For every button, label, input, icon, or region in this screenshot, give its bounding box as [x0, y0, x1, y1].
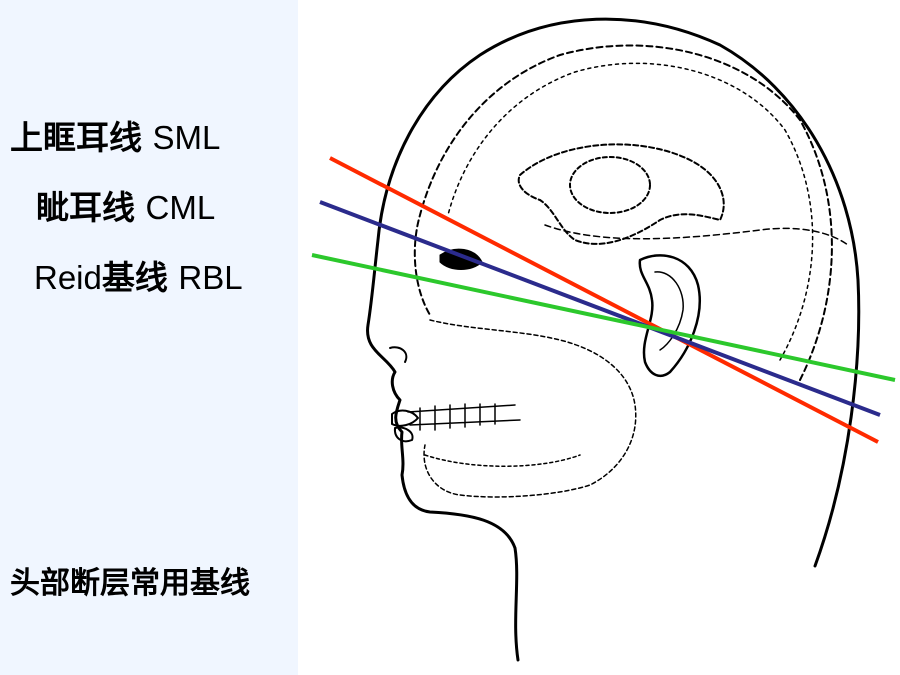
- label-cml-en: CML: [145, 189, 216, 226]
- ear-inner: [654, 271, 684, 351]
- head-outline: [366, 17, 861, 662]
- label-rbl-prefix: Reid: [34, 259, 102, 296]
- rbl-line: [311, 253, 896, 382]
- label-sml-zh: 上眶耳线: [10, 118, 142, 157]
- nose: [389, 346, 408, 363]
- label-cml-zh: 眦耳线: [36, 188, 135, 227]
- brain-line: [544, 224, 849, 246]
- ear: [638, 254, 701, 378]
- label-sml-en: SML: [152, 119, 221, 156]
- skull-outline: [413, 44, 833, 381]
- inner-skull: [447, 62, 814, 361]
- cml-line: [319, 200, 881, 417]
- face-bones: [423, 319, 637, 498]
- head-diagram: [311, 17, 896, 662]
- teeth: [407, 403, 521, 431]
- label-rbl: Reid基线 RBL: [34, 258, 243, 298]
- label-rbl-zh: 基线: [101, 258, 168, 297]
- label-cml: 眦耳线 CML: [36, 188, 215, 228]
- figure-caption: 头部断层常用基线: [10, 566, 250, 601]
- sidebar-panel: [0, 0, 298, 675]
- label-sml: 上眶耳线 SML: [10, 118, 220, 158]
- jaw: [424, 454, 581, 467]
- label-rbl-en: RBL: [178, 259, 243, 296]
- brain-oval: [569, 156, 651, 214]
- sml-line: [329, 156, 879, 444]
- lips: [391, 409, 419, 443]
- brain-fold: [517, 143, 725, 245]
